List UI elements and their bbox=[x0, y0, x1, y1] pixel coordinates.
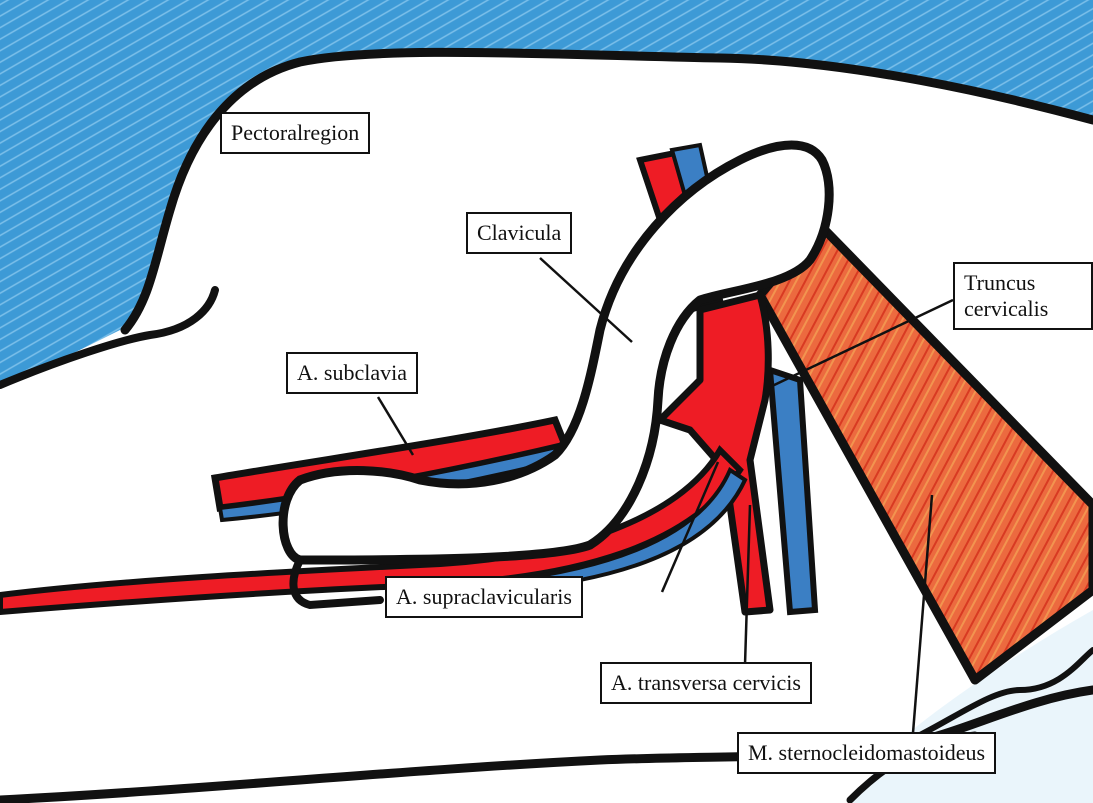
body-outline bbox=[125, 52, 1093, 330]
label-truncus-cervicalis: Truncus cervicalis bbox=[953, 262, 1093, 330]
label-a-subclavia: A. subclavia bbox=[286, 352, 418, 394]
label-pectoralregion: Pectoralregion bbox=[220, 112, 370, 154]
vein-descending bbox=[770, 370, 815, 612]
label-truncus-line2: cervicalis bbox=[964, 296, 1082, 322]
label-truncus-line1: Truncus bbox=[964, 270, 1082, 296]
label-a-transversa-cervicis: A. transversa cervicis bbox=[600, 662, 812, 704]
label-a-supraclavicularis: A. supraclavicularis bbox=[385, 576, 583, 618]
label-m-sternocleidomastoideus: M. sternocleidomastoideus bbox=[737, 732, 996, 774]
label-clavicula: Clavicula bbox=[466, 212, 572, 254]
